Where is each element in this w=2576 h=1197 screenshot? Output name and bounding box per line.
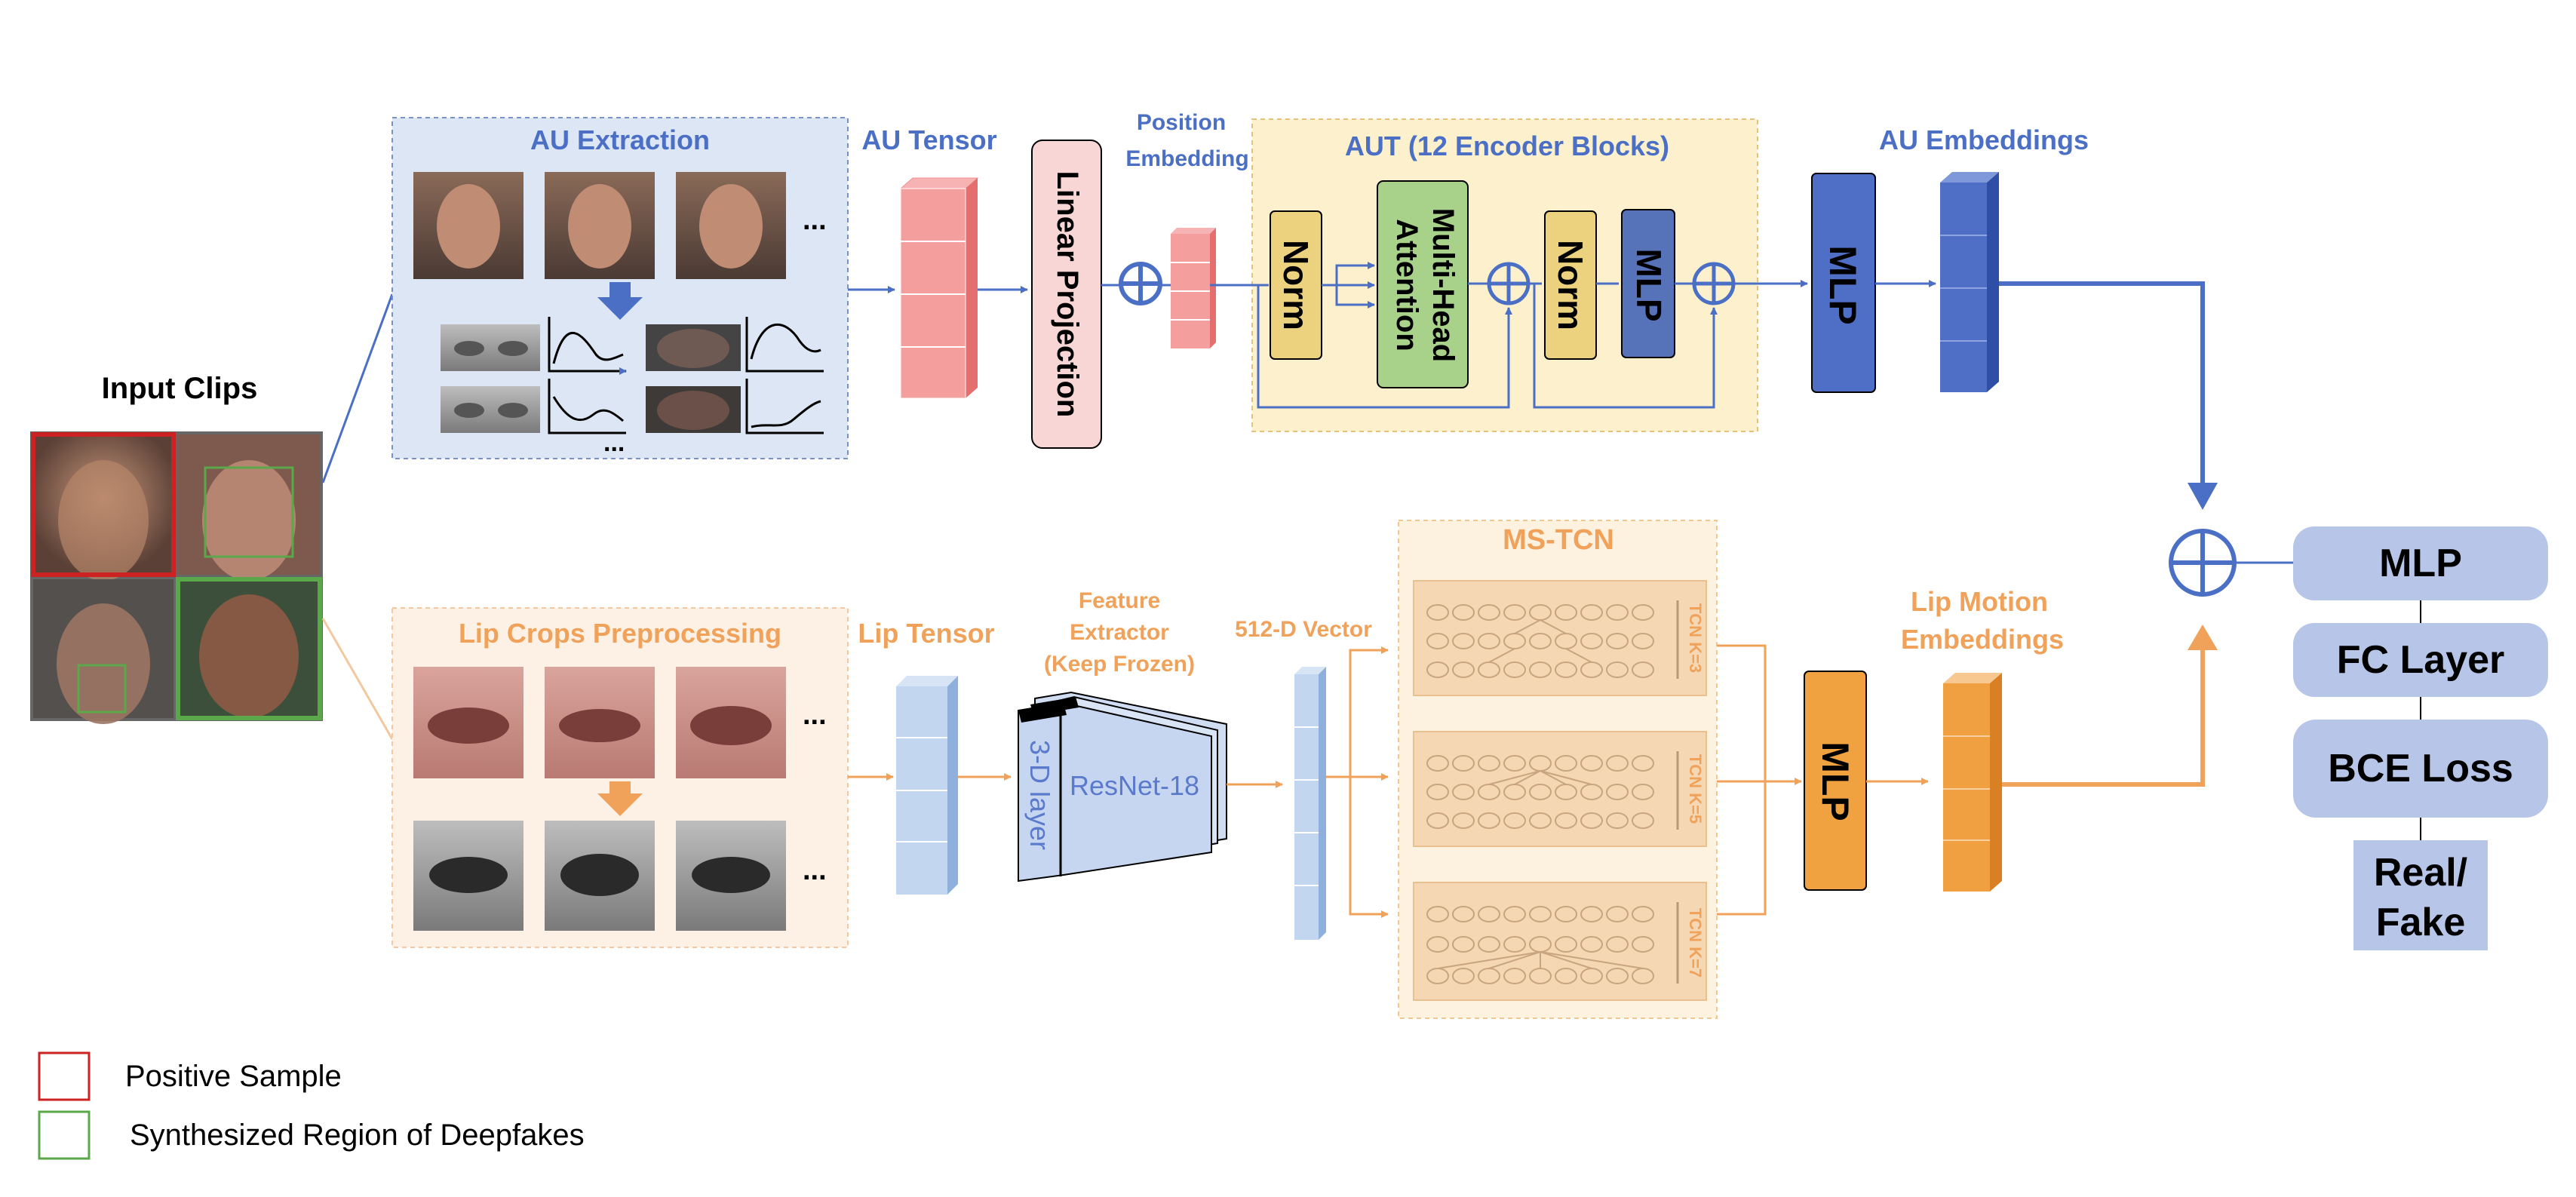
mstcn-panel: MS-TCN TCN K=3 TCN K=5 TCN K= — [1398, 520, 1718, 1019]
lip-branch-connector — [321, 618, 394, 740]
aut-norm-2-label: Norm — [1551, 240, 1590, 330]
lip-embeddings-tensor — [1943, 673, 2002, 892]
mstcn-title: MS-TCN — [1503, 524, 1614, 556]
head-loss-label: BCE Loss — [2328, 747, 2513, 790]
vector-512d-tensor — [1294, 667, 1326, 940]
lip-mlp-block: MLP — [1804, 671, 1867, 891]
lip-tensor-label: Lip Tensor — [858, 618, 994, 649]
input-clips: Input Clips — [30, 372, 323, 724]
legend-positive-swatch — [38, 1051, 91, 1101]
input-clips-title: Input Clips — [102, 372, 258, 405]
lip-tensor — [896, 676, 958, 895]
legend-synthesized-label: Synthesized Region of Deepfakes — [130, 1119, 585, 1152]
au-tensor — [899, 177, 979, 399]
au-branch-connector — [321, 293, 394, 483]
au-mlp-block: MLP — [1811, 173, 1876, 393]
position-embedding-label-line1: Position — [1137, 110, 1226, 135]
head-output-block — [2353, 840, 2488, 950]
tcn-k7-block — [1413, 882, 1707, 1001]
input-clip-grid — [30, 431, 323, 724]
head-loss-block — [2293, 720, 2548, 818]
lip-ellipsis-bottom: ... — [803, 855, 827, 886]
legend-positive-label: Positive Sample — [125, 1060, 342, 1093]
head-fc-label: FC Layer — [2337, 638, 2505, 682]
aut-encoder-panel: AUT (12 Encoder Blocks) Norm Multi-Head … — [1251, 118, 1758, 432]
aut-title: AUT (12 Encoder Blocks) — [1345, 130, 1669, 161]
lip-to-fusion-arrow — [2002, 643, 2205, 787]
au-ellipsis-top: ... — [803, 204, 827, 236]
position-embedding-label-line2: Embedding — [1125, 146, 1248, 171]
feature-extractor-line3: (Keep Frozen) — [1044, 652, 1195, 677]
resnet-label: ResNet-18 — [1070, 770, 1199, 801]
lip-preprocessing-panel: Lip Crops Preprocessing ... ... — [391, 607, 849, 948]
au-mlp-label: MLP — [1822, 245, 1864, 325]
tcn-k5-block — [1413, 731, 1707, 847]
aut-attention-label-line2: Attention — [1390, 219, 1423, 351]
feature-extractor-line1: Feature — [1079, 588, 1160, 613]
add-operator-icon — [1119, 262, 1162, 305]
lip-mlp-label: MLP — [1814, 741, 1856, 821]
feature-extractor-block: 3-D layer ResNet-18 — [1018, 691, 1227, 882]
head-output-line2: Fake — [2376, 901, 2466, 944]
lip-embeddings-label-line2: Embeddings — [1901, 624, 2064, 655]
tcn-k3-label: TCN K=3 — [1686, 603, 1705, 673]
au-embeddings-label: AU Embeddings — [1879, 124, 2089, 155]
head-mlp-block — [2293, 526, 2548, 600]
head-mlp-label: MLP — [2379, 542, 2462, 585]
aut-norm-1-label: Norm — [1276, 240, 1316, 330]
feature-extractor-line2: Extractor — [1070, 620, 1169, 645]
head-output-line1: Real/ — [2374, 851, 2467, 895]
position-embedding-tensor — [1171, 228, 1216, 348]
aut-mlp-label: MLP — [1629, 248, 1669, 321]
au-to-fusion-arrow — [1999, 281, 2205, 492]
aut-attention-label-line1: Multi-Head — [1426, 208, 1460, 362]
vector-512d-label: 512-D Vector — [1235, 617, 1372, 642]
linear-projection-label: Linear Projection — [1051, 171, 1084, 418]
legend: Positive Sample Synthesized Region of De… — [38, 1051, 585, 1160]
lip-embeddings-label-line1: Lip Motion — [1911, 586, 2048, 617]
lip-down-arrow-icon — [597, 781, 643, 816]
linear-projection-block: Linear Projection — [1031, 140, 1102, 449]
au-down-arrow-icon — [597, 282, 643, 320]
au-extraction-title: AU Extraction — [530, 124, 710, 155]
au-ellipsis-bottom: ... — [603, 428, 625, 457]
fusion-add-icon — [2169, 529, 2237, 597]
tcn-k3-block — [1413, 580, 1707, 696]
layer-3d-label: 3-D layer — [1024, 740, 1055, 850]
au-embeddings-tensor — [1940, 172, 1999, 392]
au-tensor-label: AU Tensor — [861, 124, 996, 155]
aut-norm-2 — [1544, 210, 1597, 360]
head-fc-block — [2293, 623, 2548, 697]
lip-ellipsis-top: ... — [803, 699, 827, 731]
classification-head: MLP FC Layer BCE Loss Real/ Fake — [2293, 526, 2548, 950]
tcn-k5-label: TCN K=5 — [1686, 754, 1705, 824]
legend-synthesized-swatch — [38, 1110, 91, 1160]
tcn-k7-label: TCN K=7 — [1686, 908, 1705, 978]
lip-preprocessing-title: Lip Crops Preprocessing — [459, 618, 781, 649]
au-extraction-panel: AU Extraction ... ... — [391, 117, 849, 459]
